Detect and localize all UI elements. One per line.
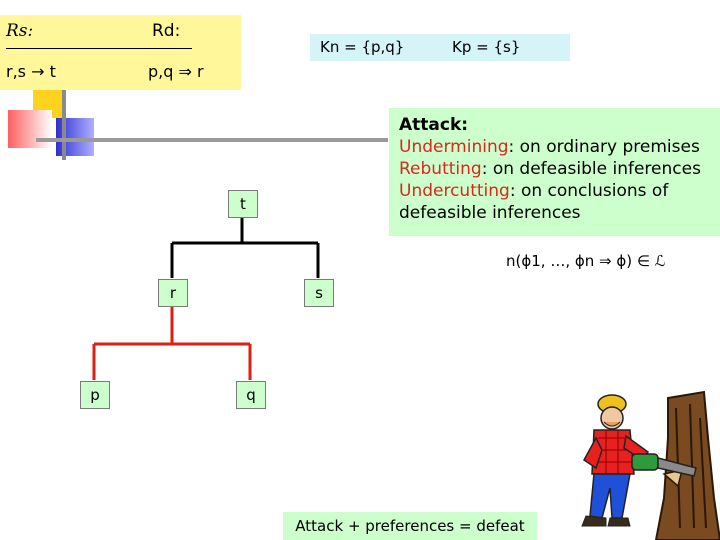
tree-node-p: p	[80, 381, 110, 409]
ordinary-premises: Kp = {s}	[452, 38, 521, 56]
attack-text: Attack: Undermining: on ordinary premise…	[399, 114, 701, 224]
attack-desc-undermining: : on ordinary premises	[508, 137, 700, 157]
knowledge-base-box: Kn = {p,q} Kp = {s}	[310, 34, 570, 61]
defeasible-rule: p,q ⇒ r	[148, 62, 204, 81]
rules-divider	[6, 48, 192, 49]
decor-horizontal-line	[36, 138, 388, 142]
attack-item-undermining: Undermining: on ordinary premises	[399, 136, 701, 158]
attack-term-undercutting: Undercutting	[399, 181, 510, 201]
attack-box: Attack: Undermining: on ordinary premise…	[389, 108, 720, 236]
attack-title: Attack:	[399, 115, 469, 135]
tree-node-t: t	[228, 190, 258, 218]
strict-rule: r,s → t	[6, 62, 56, 81]
decor-vertical-line	[62, 88, 66, 160]
defeat-caption: Attack + preferences = defeat	[295, 517, 525, 535]
attack-continuation: defeasible inferences	[399, 203, 581, 223]
attack-term-undermining: Undermining	[399, 137, 509, 157]
defeasible-rules-label: Rd:	[152, 21, 181, 41]
naming-formula: n(ϕ1, …, ϕn ⇒ ϕ) ∈ ℒ	[506, 252, 666, 270]
tree-node-s: s	[304, 279, 334, 307]
necessary-knowledge: Kn = {p,q}	[320, 38, 405, 56]
tree-node-q: q	[236, 381, 266, 409]
attack-desc-undercutting: : on conclusions of	[509, 181, 669, 201]
lumberjack-icon	[581, 390, 720, 540]
defeat-caption-box: Attack + preferences = defeat	[283, 512, 537, 540]
strict-rules-label: Rs:	[6, 21, 34, 41]
attack-term-rebutting: Rebutting	[399, 159, 482, 179]
tree-node-r: r	[158, 279, 188, 307]
attack-item-undercutting: Undercutting: on conclusions of	[399, 180, 701, 202]
attack-item-rebutting: Rebutting: on defeasible inferences	[399, 158, 701, 180]
rules-box: Rs: Rd: r,s → t p,q ⇒ r	[0, 15, 241, 90]
attack-desc-rebutting: : on defeasible inferences	[481, 159, 701, 179]
